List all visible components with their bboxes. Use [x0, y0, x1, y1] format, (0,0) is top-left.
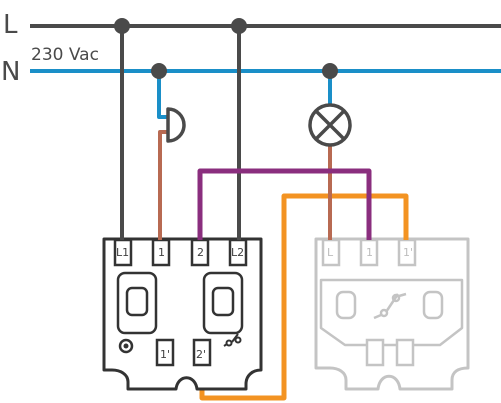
- module-a-terminal-1prime: [155, 338, 175, 367]
- wire-buzzer-to-terminal-1: [158, 130, 168, 240]
- module-b-body: [314, 237, 470, 391]
- module-a-terminal-2prime-label: 2': [196, 348, 206, 361]
- module-a-terminal-l1-label: L1: [116, 246, 129, 259]
- module-b-terminal-1-label: 1: [366, 246, 373, 259]
- module-b-lower-slot-right: [395, 338, 415, 367]
- traveler-wire-orange: [199, 193, 409, 401]
- module-b-terminal-1prime-label: 1': [403, 246, 413, 259]
- module-b-slot-left: [335, 290, 357, 320]
- switch-symbol-icon: [223, 333, 242, 347]
- voltage-label: 230 Vac: [31, 45, 99, 65]
- lamp-icon: [308, 103, 352, 147]
- module-a-terminal-1prime-label: 1': [160, 348, 170, 361]
- indicator-led-icon: [118, 338, 134, 354]
- module-b-inner-plate: [319, 278, 464, 347]
- relay-contact-icon: [373, 292, 407, 320]
- module-a: L1 1 2 L2 1' 2': [102, 237, 263, 391]
- module-a-terminal-l2-label: L2: [231, 246, 244, 259]
- module-b-lower-slot-left: [365, 338, 385, 367]
- bell-push-icon: [166, 107, 186, 143]
- module-b-terminal-l-label: L: [327, 246, 334, 259]
- module-a-button-right-slot: [211, 286, 235, 317]
- line-phase-label: L: [3, 10, 18, 40]
- module-b: L 1 1': [314, 237, 470, 391]
- module-a-terminal-2-label: 2: [197, 246, 204, 259]
- module-a-terminal-1-label: 1: [158, 246, 165, 259]
- junction-dot-neutral-buzzer: [151, 63, 167, 79]
- module-a-button-left-slot: [125, 286, 149, 317]
- module-b-slot-right: [422, 290, 444, 320]
- module-a-terminal-2prime: [192, 338, 212, 367]
- line-neutral-label: N: [1, 57, 20, 87]
- junction-dot-l2: [231, 18, 247, 34]
- wire-neutral-to-buzzer: [157, 71, 168, 119]
- traveler-wire-purple: [197, 168, 372, 240]
- junction-dot-neutral-lamp: [322, 63, 338, 79]
- junction-dot-l1: [114, 18, 130, 34]
